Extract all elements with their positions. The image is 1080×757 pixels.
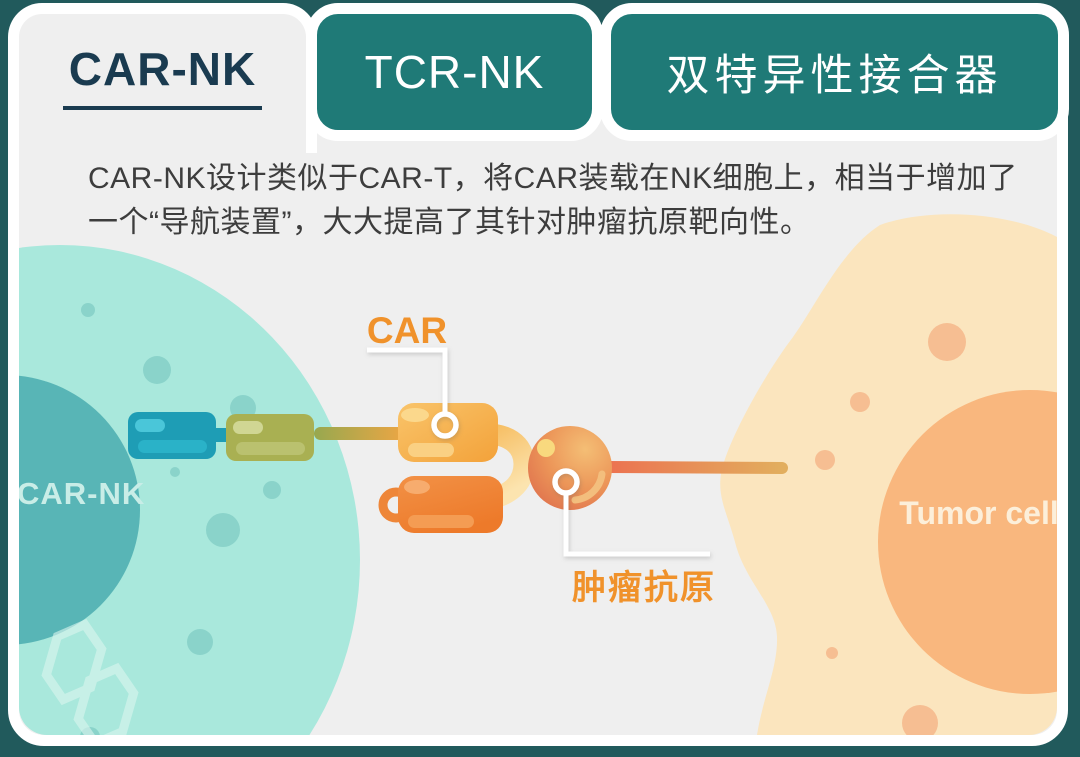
block-connector bbox=[213, 428, 229, 442]
block-highlight bbox=[135, 419, 165, 432]
antigen-sphere bbox=[528, 426, 612, 510]
sphere-crescent bbox=[571, 470, 606, 504]
nk-cell-nucleus bbox=[19, 375, 140, 645]
diagram-area: CAR-NK设计类似于CAR-T，将CAR装载在NK细胞上，相当于增加了 一个“… bbox=[19, 37, 1057, 735]
block-highlight bbox=[233, 421, 263, 434]
car-callout bbox=[367, 347, 459, 439]
block-highlight bbox=[401, 408, 429, 422]
sphere-highlight bbox=[537, 439, 555, 457]
callout-ring bbox=[431, 411, 459, 439]
cell-diagram-illustration bbox=[19, 214, 1057, 735]
tab-bispecific-engager-label: 双特异性接合器 bbox=[666, 52, 1003, 100]
nk-cell-body bbox=[19, 245, 360, 735]
block-band bbox=[236, 442, 305, 455]
description-line-1: CAR-NK设计类似于CAR-T，将CAR装载在NK细胞上，相当于增加了 bbox=[88, 162, 1018, 195]
tumor-cell-organelles bbox=[815, 323, 966, 735]
tumor-antigen-label: 肿瘤抗原 bbox=[572, 569, 716, 607]
watermark-logo bbox=[41, 618, 139, 735]
tab-car-nk[interactable]: CAR-NK bbox=[8, 3, 317, 153]
nk-cell-label: CAR-NK bbox=[19, 476, 146, 511]
car-label: CAR bbox=[366, 310, 448, 351]
tumor-cell-nucleus bbox=[878, 390, 1057, 694]
antigen-stalk bbox=[599, 461, 788, 474]
block-band bbox=[408, 443, 454, 457]
tab-bispecific-engager[interactable]: 双特异性接合器 bbox=[600, 3, 1069, 141]
tumor-cell-label: Tumor cell bbox=[899, 495, 1057, 531]
antigen-callout bbox=[552, 468, 710, 557]
callout-ring bbox=[552, 468, 580, 496]
tab-tcr-nk-label: TCR-NK bbox=[364, 46, 545, 98]
description-text: CAR-NK设计类似于CAR-T，将CAR装载在NK细胞上，相当于增加了 一个“… bbox=[88, 157, 1028, 245]
car-stalk bbox=[314, 427, 404, 440]
description-line-2: 一个“导航装置”，大大提高了其针对肿瘤抗原靶向性。 bbox=[88, 206, 811, 239]
tab-car-nk-label: CAR-NK bbox=[62, 42, 263, 110]
block-band bbox=[138, 440, 207, 453]
block-highlight bbox=[404, 480, 430, 494]
block-band bbox=[408, 515, 474, 528]
